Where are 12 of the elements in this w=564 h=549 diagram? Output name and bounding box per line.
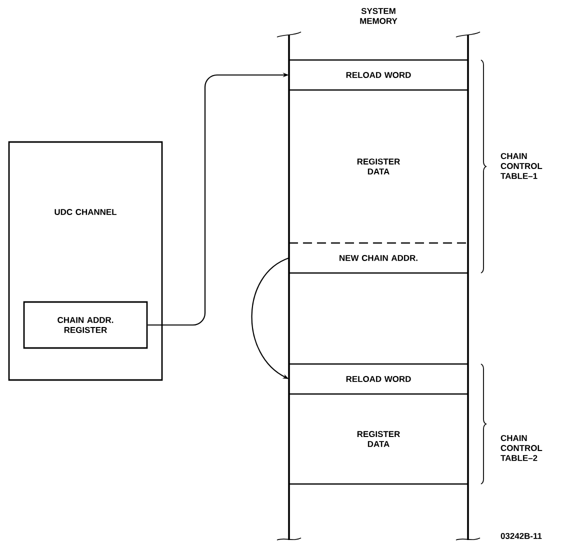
- arrow: [251, 258, 290, 379]
- table-label: CHAIN CONTROL TABLE–2: [500, 435, 542, 461]
- figure-number: 03242B-11: [500, 533, 542, 539]
- column-heading: SYSTEM MEMORY: [360, 8, 398, 24]
- memory-row: RELOAD WORD: [289, 59, 468, 91]
- memory-row: NEW CHAIN ADDR.: [289, 255, 468, 274]
- memory-row: REGISTER DATA: [289, 431, 468, 485]
- memory-row: RELOAD WORD: [289, 363, 468, 395]
- table-label: CHAIN CONTROL TABLE–1: [500, 153, 542, 179]
- memory-row: REGISTER DATA: [289, 158, 468, 244]
- memory-column: [276, 32, 480, 540]
- register-box: CHAIN ADDR. REGISTER: [23, 301, 148, 349]
